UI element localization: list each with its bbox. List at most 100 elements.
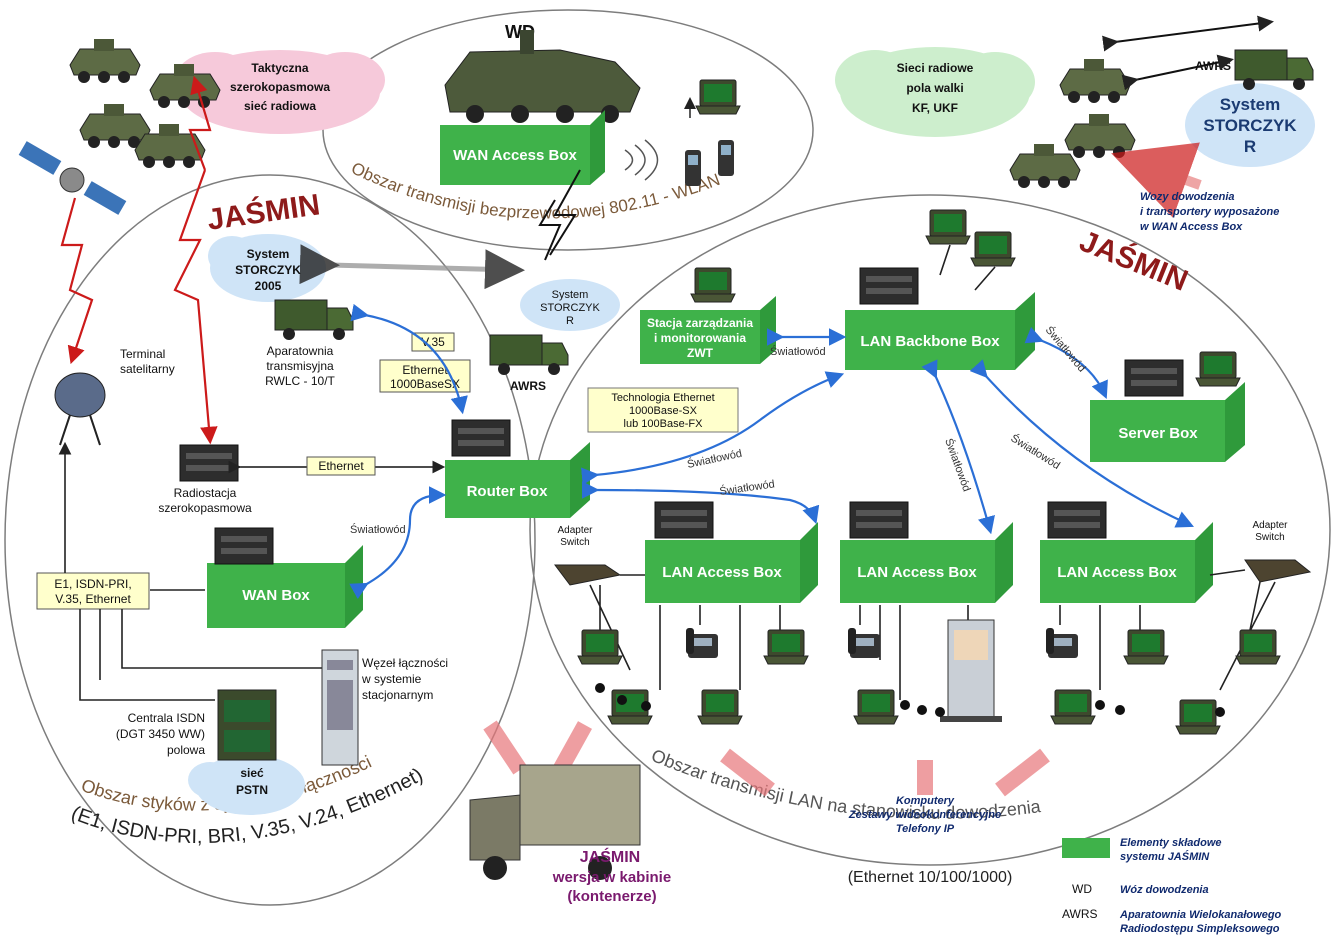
cabin-arrow-left <box>483 720 527 775</box>
svg-text:Ethernet: Ethernet <box>402 363 448 377</box>
centrala-icon <box>217 689 277 761</box>
jasmin-left-title: JAŚMIN <box>205 187 322 236</box>
fiber-label-3: Światłowód <box>942 437 973 494</box>
awrs-truck-top-icon <box>1234 49 1314 91</box>
mobile-phone-icon <box>685 140 734 186</box>
wan-access-box[interactable]: WAN Access Box <box>440 110 605 185</box>
lan3-laptop-3-icon <box>1235 629 1281 665</box>
svg-text:WD: WD <box>1072 882 1092 896</box>
battlefield-radio-cloud: Sieci radiowe pola walki KF, UKF <box>835 47 1035 137</box>
lan-access-box-2[interactable]: LAN Access Box <box>840 501 1013 603</box>
svg-text:Taktyczna: Taktyczna <box>251 61 308 75</box>
wlan-region <box>322 9 814 251</box>
svg-text:2005: 2005 <box>255 279 282 293</box>
user-arrow-1 <box>720 748 775 797</box>
svg-text:System: System <box>247 247 290 261</box>
wezel-label: Węzeł łączności w systemie stacjonarnym <box>361 656 448 702</box>
fiber-label-stacja: Światłowód <box>770 345 826 358</box>
svg-text:(kontenerze): (kontenerze) <box>567 888 656 905</box>
satellite-dish-icon <box>54 372 106 446</box>
svg-text:Adapter: Adapter <box>557 525 593 536</box>
svg-text:System: System <box>1220 95 1280 114</box>
svg-text:JAŚMIN: JAŚMIN <box>580 847 640 866</box>
svg-text:szerokopasmowa: szerokopasmowa <box>230 80 330 94</box>
lan3-laptop-1-icon <box>1123 629 1169 665</box>
svg-text:STORCZYK: STORCZYK <box>540 302 600 314</box>
awrs-mid-label: AWRS <box>510 379 546 393</box>
svg-text:KF, UKF: KF, UKF <box>912 101 958 115</box>
svg-text:R: R <box>1244 137 1256 156</box>
komputery-caption: Komputery Zestawy wideokonferencyjne Tel… <box>848 795 1001 835</box>
svg-text:LAN Access Box: LAN Access Box <box>662 564 782 581</box>
styki-region <box>4 174 536 906</box>
storczyk-r-small-cloud: System STORCZYK R <box>520 279 620 331</box>
lan-region <box>529 194 1331 866</box>
svg-text:LAN Backbone Box: LAN Backbone Box <box>860 333 1000 350</box>
svg-text:Wozy dowodzenia: Wozy dowodzenia <box>1140 191 1235 203</box>
svg-text:systemu JAŚMIN: systemu JAŚMIN <box>1120 850 1210 863</box>
svg-text:stacjonarnym: stacjonarnym <box>362 688 433 702</box>
svg-text:i monitorowania: i monitorowania <box>654 331 746 345</box>
pstn-cloud: sieć PSTN <box>188 755 305 815</box>
svg-text:E1, ISDN-PRI,: E1, ISDN-PRI, <box>54 577 131 591</box>
server-box[interactable]: Server Box <box>1090 351 1245 462</box>
svg-text:Centrala ISDN: Centrala ISDN <box>128 711 205 725</box>
lan3-laptop-2-icon <box>1050 689 1096 725</box>
wireless-waves-icon <box>624 139 659 181</box>
svg-text:Telefony IP: Telefony IP <box>896 823 955 835</box>
fiber-label-4: Światłowód <box>1008 432 1062 473</box>
lan-access-box-3[interactable]: LAN Access Box <box>1040 501 1213 603</box>
adapter-switch-right: Adapter Switch <box>1244 520 1312 583</box>
svg-text:WAN Access Box: WAN Access Box <box>453 147 577 164</box>
svg-text:sieć radiowa: sieć radiowa <box>244 99 316 113</box>
lan1-ip-phone-icon <box>686 628 718 658</box>
svg-text:sieć: sieć <box>240 766 264 780</box>
svg-text:lub 100Base-FX: lub 100Base-FX <box>624 418 704 430</box>
terminal-label: Terminal satelitarny <box>120 347 175 376</box>
rack-icon <box>321 649 359 766</box>
apc-icon-3 <box>79 103 151 149</box>
apc-icon-5 <box>1059 58 1131 104</box>
svg-text:Stacja zarządzania: Stacja zarządzania <box>647 316 753 330</box>
wan-box[interactable]: WAN Box <box>207 527 363 628</box>
technologia-note: Technologia Ethernet 1000Base-SX lub 100… <box>587 387 739 433</box>
ellipsis-dots-1 <box>595 683 651 711</box>
ethernet-note: Ethernet <box>306 456 376 476</box>
satellite-icon <box>18 141 127 215</box>
lan3-ip-phone-icon <box>1046 628 1078 658</box>
svg-text:ZWT: ZWT <box>687 346 714 360</box>
lan2-laptop-icon <box>853 689 899 725</box>
jasmin-cabin-caption: JAŚMIN wersja w kabinie (kontenerze) <box>552 847 671 905</box>
svg-text:Zestawy wideokonferencyjne: Zestawy wideokonferencyjne <box>848 809 1001 821</box>
management-station-box[interactable]: Stacja zarządzania i monitorowania ZWT <box>640 296 776 364</box>
interfaces-note: E1, ISDN-PRI, V.35, Ethernet <box>36 572 150 610</box>
svg-text:1000BaseSX: 1000BaseSX <box>390 377 460 391</box>
svg-text:i transportery wyposażone: i transportery wyposażone <box>1140 206 1279 218</box>
svg-text:(DGT 3450 WW): (DGT 3450 WW) <box>116 727 205 741</box>
cabin-arrow-right <box>553 721 592 774</box>
svg-text:Komputery: Komputery <box>896 795 955 807</box>
ellipsis-dots-3 <box>1095 700 1225 717</box>
lan-backbone-box[interactable]: LAN Backbone Box <box>845 267 1035 370</box>
router-box[interactable]: Router Box <box>445 419 590 518</box>
apc-icon-7 <box>1009 143 1081 189</box>
svg-text:Switch: Switch <box>560 537 589 548</box>
apc-icon-6 <box>1064 113 1136 159</box>
lan1-laptop-1-icon <box>577 629 623 665</box>
awrs-truck-mid-icon <box>489 334 569 376</box>
ellipsis-dots-2 <box>900 700 945 717</box>
backbone-laptop-1-icon <box>925 209 971 245</box>
tactical-network-cloud: Taktyczna szerokopasmowa sieć radiowa <box>175 50 385 134</box>
svg-text:AWRS: AWRS <box>1062 907 1098 921</box>
svg-text:STORCZYK: STORCZYK <box>235 263 301 277</box>
jasmin-truck-icon <box>469 764 641 880</box>
radiostacja-label: Radiostacja szerokopasmowa <box>158 486 252 515</box>
lan-access-box-1[interactable]: LAN Access Box <box>645 501 818 603</box>
backbone-laptop-2-icon <box>970 231 1016 267</box>
svg-text:Węzeł łączności: Węzeł łączności <box>362 656 448 670</box>
svg-text:Switch: Switch <box>1255 532 1284 543</box>
svg-text:Aparatownia Wielokanałowego: Aparatownia Wielokanałowego <box>1119 909 1282 921</box>
storczyk-r-cloud: System STORCZYK R <box>1185 83 1315 167</box>
svg-text:wersja w kabinie: wersja w kabinie <box>552 869 671 886</box>
